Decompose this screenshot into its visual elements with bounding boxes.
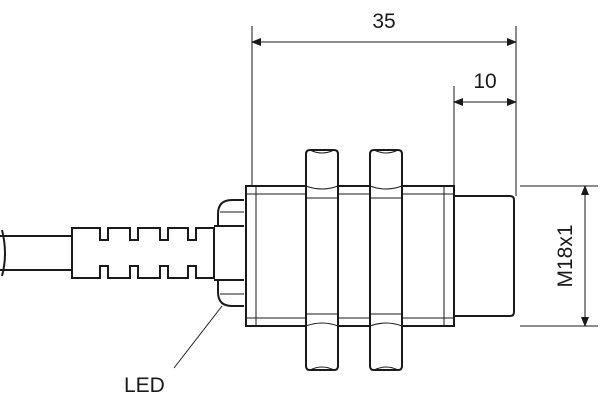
dimension-10-label: 10	[473, 70, 496, 93]
thread-label: M18x1	[554, 224, 577, 287]
led-dome-top	[217, 199, 244, 227]
nut-left	[305, 149, 339, 371]
dimension-face-length: 10	[453, 70, 517, 186]
cable	[0, 229, 72, 277]
dimension-thread: M18x1	[520, 185, 598, 327]
sensing-face	[454, 195, 515, 317]
strain-relief	[71, 225, 244, 281]
threaded-housing	[245, 185, 455, 327]
led-label: LED	[124, 374, 165, 397]
dimension-35-label: 35	[372, 10, 395, 33]
led-dome-bottom	[217, 279, 244, 307]
dimension-overall-length: 35	[251, 10, 517, 196]
led-callout: LED	[124, 305, 223, 397]
nut-right	[369, 149, 403, 371]
